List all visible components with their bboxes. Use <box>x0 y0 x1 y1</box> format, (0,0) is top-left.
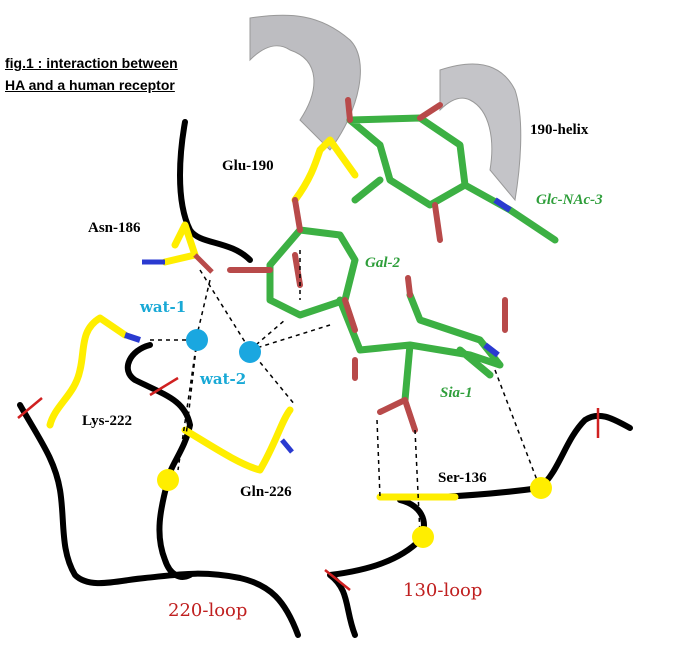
helix-ribbon-2 <box>439 63 522 202</box>
label-gln-226: Gln-226 <box>240 484 292 500</box>
ca-atom <box>157 469 179 491</box>
label-wat-2: wat-2 <box>200 370 247 388</box>
backbone-130-loop <box>327 412 633 638</box>
label-gal-2: Gal-2 <box>365 255 400 271</box>
label-glu-190: Glu-190 <box>222 158 274 174</box>
ligand-sia-1 <box>336 291 504 404</box>
ligand-glcnac-3 <box>346 114 559 244</box>
label-sia-1: Sia-1 <box>440 385 473 401</box>
label-glc-nac-3: Glc-NAc-3 <box>536 192 603 208</box>
cut-marker <box>17 397 43 419</box>
figure-title-line2: HA and a human receptor <box>5 77 175 93</box>
label-ser-136: Ser-136 <box>438 470 487 486</box>
hbond <box>150 250 541 536</box>
water-wat-2 <box>239 341 261 363</box>
ligand-gal-2 <box>266 226 359 319</box>
cut-marker <box>149 376 179 397</box>
cut-marker <box>324 569 351 591</box>
label-lys-222: Lys-222 <box>82 413 133 429</box>
label-190-helix: 190-helix <box>530 122 589 138</box>
residue-asn-186 <box>161 221 199 266</box>
backbone-lys-loop <box>124 342 193 580</box>
backbone-220-loop-left <box>17 402 301 638</box>
ca-atom <box>530 477 552 499</box>
ca-atom <box>412 526 434 548</box>
label-130-loop: 130-loop <box>403 580 483 601</box>
label-asn-186: Asn-186 <box>88 220 141 236</box>
residue-glu-190 <box>291 136 359 204</box>
helix-ribbon <box>249 14 361 151</box>
label-220-loop: 220-loop <box>168 600 248 621</box>
label-wat-1: wat-1 <box>140 298 187 316</box>
residue-lys-222 <box>46 314 129 429</box>
water-wat-1 <box>186 329 208 351</box>
figure-title-line1: fig.1 : interaction between <box>5 55 178 71</box>
residue-gln-226 <box>181 406 294 474</box>
